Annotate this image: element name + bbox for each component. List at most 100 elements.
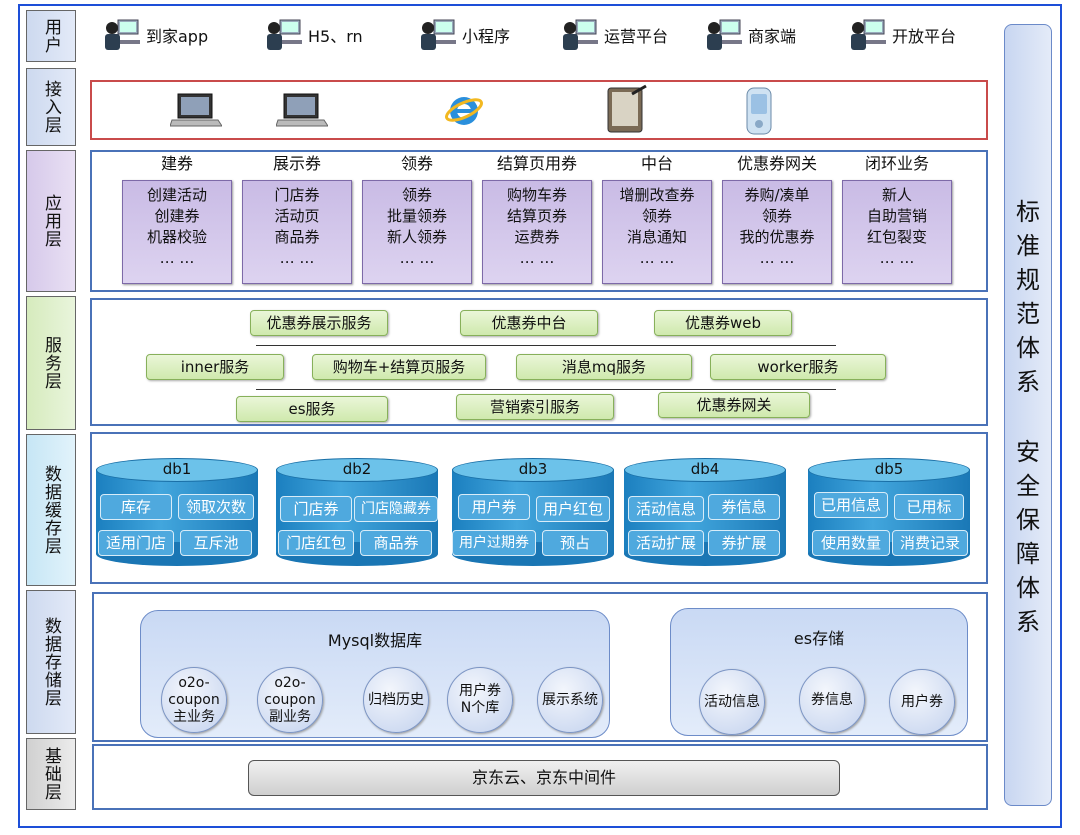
phone-icon bbox=[744, 86, 774, 140]
app-line: 红包裂变 bbox=[866, 228, 927, 246]
app-column: 结算页用券购物车券结算页券运费券… … bbox=[482, 152, 592, 284]
service-box: 优惠券展示服务 bbox=[250, 310, 388, 336]
es-group: es存储 活动信息 券信息 用户券 bbox=[670, 608, 968, 736]
layer-label-service: 服务层 bbox=[26, 296, 76, 430]
storage-node-label: 用户券 N个库 bbox=[459, 683, 501, 716]
app-line: 批量领券 bbox=[386, 207, 447, 225]
db-cell: 互斥池 bbox=[180, 530, 252, 556]
app-box: 新人自助营销红包裂变… … bbox=[842, 180, 952, 284]
db-cell: 消费记录 bbox=[892, 530, 968, 556]
app-column: 闭环业务新人自助营销红包裂变… … bbox=[842, 152, 952, 284]
db-cell: 使用数量 bbox=[812, 530, 890, 556]
app-title: 建券 bbox=[160, 154, 193, 173]
service-box: 营销索引服务 bbox=[456, 394, 614, 420]
user-label: 到家app bbox=[146, 27, 209, 46]
app-column: 建券创建活动创建券机器校验… … bbox=[122, 152, 232, 284]
app-line: 运费券 bbox=[514, 228, 560, 246]
storage-node: o2o-coupon 副业务 bbox=[257, 667, 323, 733]
user-label: 运营平台 bbox=[604, 27, 669, 46]
app-line: … … bbox=[519, 249, 555, 267]
app-title: 展示券 bbox=[272, 154, 321, 173]
tablet-icon bbox=[602, 84, 650, 140]
divider-line bbox=[256, 389, 836, 390]
db-cell: 门店红包 bbox=[278, 530, 354, 556]
storage-node: 券信息 bbox=[799, 667, 865, 733]
app-line: 增删改查券 bbox=[619, 186, 695, 204]
db-cell: 用户券 bbox=[458, 494, 530, 520]
db-cell: 用户过期券 bbox=[452, 530, 536, 556]
app-line: 新人 bbox=[881, 186, 912, 204]
user-item: 商家端 bbox=[704, 18, 796, 52]
db-title: db1 bbox=[162, 460, 192, 478]
mysql-title: Mysql数据库 bbox=[327, 631, 423, 650]
app-line: 领券 bbox=[401, 186, 432, 204]
app-box: 增删改查券领券消息通知… … bbox=[602, 180, 712, 284]
storage-node: 展示系统 bbox=[537, 667, 603, 733]
app-title: 结算页用券 bbox=[496, 154, 577, 173]
app-line: 商品券 bbox=[274, 228, 320, 246]
user-label: H5、rn bbox=[308, 27, 363, 46]
db-cell: 券信息 bbox=[708, 494, 780, 520]
db-cell: 适用门店 bbox=[98, 530, 174, 556]
base-infrastructure-bar: 京东云、京东中间件 bbox=[248, 760, 840, 796]
storage-node: 归档历史 bbox=[363, 667, 429, 733]
app-line: 我的优惠券 bbox=[739, 228, 815, 246]
app-box: 创建活动创建券机器校验… … bbox=[122, 180, 232, 284]
db-cell: 库存 bbox=[100, 494, 172, 520]
app-line: 券购/凑单 bbox=[744, 186, 810, 204]
app-line: 自助营销 bbox=[866, 207, 927, 225]
db-cell: 用户红包 bbox=[536, 496, 610, 522]
app-title: 优惠券网关 bbox=[736, 154, 817, 173]
app-line: 活动页 bbox=[274, 207, 320, 225]
service-box: 消息mq服务 bbox=[516, 354, 692, 380]
app-box: 领券批量领券新人领券… … bbox=[362, 180, 472, 284]
user-at-computer-icon bbox=[264, 18, 304, 52]
db-cell: 门店隐藏券 bbox=[354, 496, 438, 522]
service-box: 购物车+结算页服务 bbox=[312, 354, 486, 380]
user-item: 运营平台 bbox=[560, 18, 668, 52]
user-item: 到家app bbox=[102, 18, 208, 52]
app-column: 领券领券批量领券新人领券… … bbox=[362, 152, 472, 284]
db-title: db4 bbox=[690, 460, 720, 478]
storage-node-label: o2o-coupon 主业务 bbox=[168, 674, 220, 725]
db-title: db5 bbox=[874, 460, 904, 478]
mysql-group: Mysql数据库 o2o-coupon 主业务 o2o-coupon 副业务 归… bbox=[140, 610, 610, 738]
app-title: 领券 bbox=[400, 154, 433, 173]
layer-label-base: 基础层 bbox=[26, 738, 76, 810]
db-cell: 预占 bbox=[542, 530, 608, 556]
app-title: 中台 bbox=[640, 154, 673, 173]
user-item: H5、rn bbox=[264, 18, 363, 52]
db-title: db3 bbox=[518, 460, 548, 478]
laptop-icon bbox=[275, 90, 329, 134]
app-line: … … bbox=[279, 249, 315, 267]
db-title: db2 bbox=[342, 460, 372, 478]
app-line: … … bbox=[759, 249, 795, 267]
storage-node: o2o-coupon 主业务 bbox=[161, 667, 227, 733]
storage-node: 用户券 bbox=[889, 669, 955, 735]
layer-label-user: 用户 bbox=[26, 10, 76, 62]
user-at-computer-icon bbox=[102, 18, 142, 52]
app-box: 购物车券结算页券运费券… … bbox=[482, 180, 592, 284]
user-item: 小程序 bbox=[418, 18, 510, 52]
storage-node: 活动信息 bbox=[699, 669, 765, 735]
app-line: 购物车券 bbox=[506, 186, 567, 204]
app-line: 机器校验 bbox=[146, 228, 207, 246]
storage-node-label: 展示系统 bbox=[542, 691, 598, 708]
database-db4: db4 活动信息 券信息 活动扩展 券扩展 bbox=[624, 458, 786, 566]
app-line: 领券 bbox=[761, 207, 792, 225]
app-line: 创建活动 bbox=[146, 186, 207, 204]
app-line: 消息通知 bbox=[626, 228, 687, 246]
app-line: 新人领券 bbox=[386, 228, 447, 246]
service-box: inner服务 bbox=[146, 354, 284, 380]
user-at-computer-icon bbox=[560, 18, 600, 52]
es-title: es存储 bbox=[793, 629, 845, 648]
users-row: 到家app H5、rn 小程序 运营平台 商家端 开放平台 bbox=[88, 10, 988, 60]
app-column: 展示券门店券活动页商品券 … … bbox=[242, 152, 352, 284]
laptop-icon bbox=[169, 90, 223, 134]
app-line: 领券 bbox=[641, 207, 672, 225]
db-cell: 门店券 bbox=[280, 496, 352, 522]
layer-label-cache: 数据缓存层 bbox=[26, 434, 76, 586]
service-box: worker服务 bbox=[710, 354, 886, 380]
app-line: … … bbox=[159, 249, 195, 267]
app-line: 门店券 bbox=[274, 186, 320, 204]
